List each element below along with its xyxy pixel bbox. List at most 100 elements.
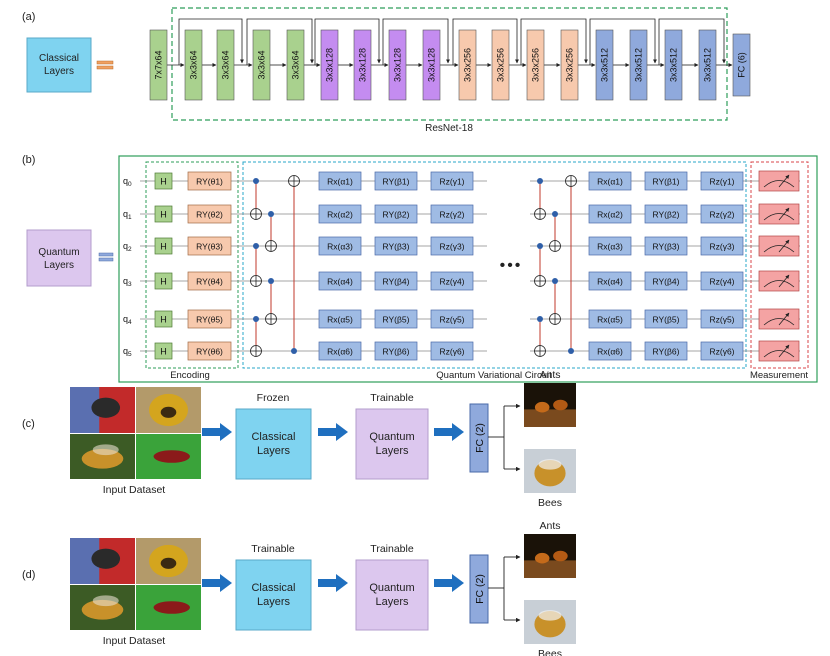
rotation-gate [588, 341, 632, 361]
qubit-label: q3 [123, 276, 132, 288]
output-bottom-label: Bees [538, 648, 562, 656]
measurement-frame [750, 161, 809, 369]
hadamard-gate [154, 310, 173, 328]
rotation-label: Rx(α4) [597, 277, 623, 287]
input-dataset-label: Input Dataset [103, 484, 166, 496]
bee-wing-icon [92, 444, 119, 456]
input-dataset-label: Input Dataset [103, 635, 166, 647]
qubit-label: q1 [123, 209, 132, 221]
quantum-layers-box [355, 408, 429, 480]
rotation-gate [430, 171, 474, 191]
wasp-face-icon [160, 557, 177, 569]
ry-encoding-gate [187, 236, 232, 256]
rotation-label: Rx(α5) [597, 315, 623, 325]
resnet-layer-label: 3x3x64 [291, 50, 301, 79]
fc-box [469, 554, 489, 624]
rotation-gate [588, 171, 632, 191]
rotation-label: Rx(α2) [327, 210, 353, 220]
ground-shape [524, 560, 576, 578]
qubit-label: q0 [123, 176, 132, 188]
meter-arc-icon [763, 180, 795, 188]
resnet-layer-label: 3x3x64 [257, 50, 267, 79]
skip-connection [314, 18, 381, 65]
ry-encoding-gate [187, 341, 232, 361]
resnet-layer-block [595, 29, 614, 101]
classical-label-1: Classical [251, 582, 295, 594]
rotation-gate [588, 204, 632, 224]
rotation-gate [318, 309, 362, 329]
skip-connection [658, 18, 726, 65]
rotation-gate [318, 271, 362, 291]
rotation-label: RY(β3) [653, 242, 680, 252]
resnet-layer-block [286, 29, 305, 101]
circuit-frame [118, 155, 818, 383]
rotation-label: Rz(γ3) [709, 242, 734, 252]
resnet-layer-block [560, 29, 579, 101]
classical-label-2: Layers [257, 596, 291, 608]
rotation-gate [700, 271, 744, 291]
resnet-layer-block [526, 29, 545, 101]
ant-icon [553, 550, 568, 562]
rotation-gate [644, 236, 688, 256]
ry-encoding-label: RY(θ2) [196, 210, 223, 220]
rotation-gate [700, 204, 744, 224]
rotation-gate [374, 341, 418, 361]
output-top-label: Ants [539, 369, 560, 381]
classical-label-2: Layers [44, 66, 74, 77]
measurement-gate [758, 203, 800, 225]
rotation-gate [318, 341, 362, 361]
meter-arc-icon [763, 245, 795, 253]
cnot-control [268, 211, 274, 217]
rotation-gate [588, 236, 632, 256]
rotation-label: Rz(γ1) [439, 177, 464, 187]
bee-wing-icon [538, 459, 562, 470]
quantum-status-label: Trainable [370, 392, 414, 404]
hadamard-label: H [160, 177, 167, 187]
rotation-gate [588, 271, 632, 291]
rotation-label: RY(β5) [383, 315, 410, 325]
rotation-label: RY(β1) [383, 177, 410, 187]
variational-frame [242, 161, 747, 369]
panel-c: (c)Input DatasetFrozenClassicalLayersTra… [22, 369, 576, 509]
rotation-gate [430, 236, 474, 256]
resnet-layer-label: 3x3x256 [463, 48, 473, 82]
rotation-gate [700, 236, 744, 256]
resnet-layer-block [458, 29, 477, 101]
bee-wing-icon [538, 610, 562, 621]
variational-label: Quantum Variational Circuit [436, 370, 552, 381]
resnet-layer-label: 3x3x128 [393, 48, 403, 82]
rotation-label: Rz(γ4) [709, 277, 734, 287]
classical-layers-box [26, 37, 92, 93]
hadamard-gate [154, 272, 173, 290]
ground-shape [524, 409, 576, 427]
rotation-gate [318, 171, 362, 191]
encoding-label: Encoding [170, 370, 210, 381]
flow-arrow-icon [434, 574, 464, 592]
panel-a-tag: (a) [22, 11, 35, 23]
resnet-layer-block [422, 29, 441, 101]
meter-arc-icon [763, 350, 795, 358]
quantum-status-label: Trainable [370, 543, 414, 555]
resnet-layer-label: 3x3x64 [189, 50, 199, 79]
output-top-label: Ants [539, 520, 560, 532]
rotation-gate [700, 171, 744, 191]
resnet-layer-block [320, 29, 339, 101]
measurement-gate [758, 308, 800, 330]
rotation-label: Rz(γ2) [709, 210, 734, 220]
ant-body-icon [153, 601, 190, 614]
rotation-label: Rx(α6) [327, 347, 353, 357]
skip-connection [178, 18, 244, 65]
ant-head-icon [91, 397, 121, 418]
rotation-label: Rx(α2) [597, 210, 623, 220]
rotation-label: Rz(γ1) [709, 177, 734, 187]
fc-box [469, 403, 489, 473]
rotation-label: Rz(γ4) [439, 277, 464, 287]
resnet-layer-label: 3x3x512 [600, 48, 610, 82]
rotation-gate [644, 341, 688, 361]
hadamard-label: H [160, 315, 167, 325]
bee-wing-icon [92, 595, 119, 607]
panel-d: (d)Input DatasetTrainableClassicalLayers… [22, 520, 576, 656]
rotation-gate [588, 309, 632, 329]
skip-connection [520, 18, 588, 65]
rotation-label: Rz(γ6) [709, 347, 734, 357]
